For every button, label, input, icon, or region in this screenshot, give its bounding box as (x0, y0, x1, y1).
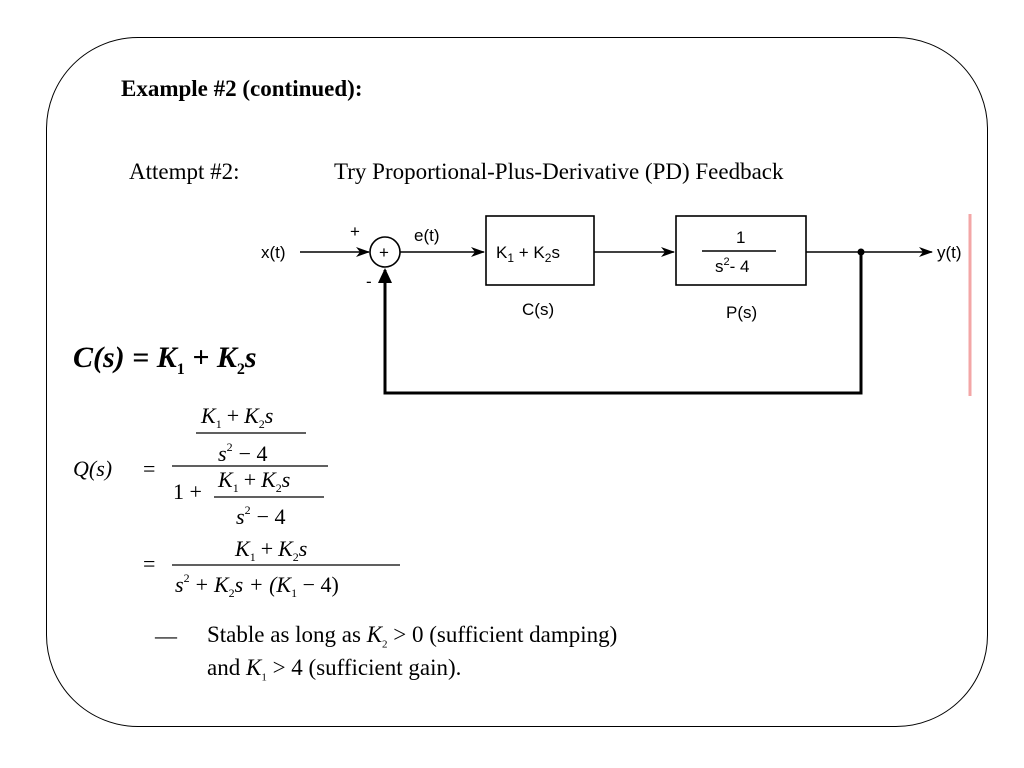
final-denominator: s2+K2s + (K1 − 4) (175, 571, 339, 600)
big-num-bottom: s2− 4 (218, 440, 267, 466)
controller-block (485, 215, 595, 286)
big-num-top: K1+K2s (200, 403, 273, 431)
stability-condition-line-1: Stable as long as K2 > 0 (sufficient dam… (207, 622, 618, 651)
output-label: y(t) (937, 243, 962, 262)
one-plus: 1 + (173, 479, 202, 504)
plant-name: P(s) (726, 303, 757, 322)
plant-denominator: s2- 4 (715, 256, 749, 276)
c-equation: C(s) = K1 + K2s (73, 341, 257, 378)
summer-plus-symbol: + (379, 243, 389, 262)
den-num-bottom: s2− 4 (236, 503, 285, 529)
slide-title: Example #2 (continued): (121, 76, 363, 101)
minus-sign-label: - (366, 272, 372, 291)
q-lhs: Q(s) (73, 456, 112, 481)
input-label: x(t) (261, 243, 286, 262)
equals-2: = (143, 551, 155, 576)
slide-frame (46, 37, 988, 727)
controller-name: C(s) (522, 300, 554, 319)
error-label: e(t) (414, 226, 440, 245)
plus-sign-label: + (350, 222, 360, 241)
controller-expression: K1 + K2s (496, 243, 560, 265)
q-equation: Q(s) = K1+K2s s2− 4 1 + K1+K2s s2− 4 = K… (73, 403, 400, 600)
den-num-top: K1+K2s (217, 467, 290, 495)
feedback-arrowhead (378, 268, 392, 283)
feedback-path (383, 252, 863, 395)
attempt-description: Try Proportional-Plus-Derivative (PD) Fe… (334, 159, 784, 184)
equals-1: = (143, 456, 155, 481)
bullet-dash: — (155, 623, 177, 648)
stability-condition-line-2: and K1 > 4 (sufficient gain). (207, 655, 462, 684)
attempt-label: Attempt #2: (129, 159, 240, 184)
plant-numerator: 1 (736, 228, 745, 247)
final-numerator: K1+K2s (234, 536, 307, 564)
